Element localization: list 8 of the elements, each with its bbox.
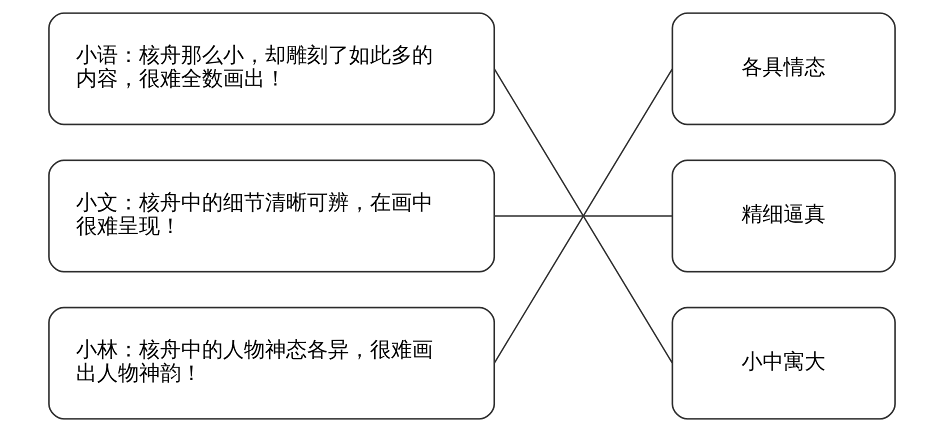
node-box: 小中寓大 [672, 306, 896, 420]
connector [494, 215, 672, 217]
connector [494, 68, 674, 364]
node-box: 各具情态 [672, 12, 896, 126]
node-box: 小语：核舟那么小，却雕刻了如此多的内容，很难全数画出！ [48, 12, 496, 126]
node-box: 小林：核舟中的人物神态各异，很难画出人物神韵！ [48, 306, 496, 420]
node-box: 精细逼真 [672, 160, 896, 272]
node-box: 小文：核舟中的细节清晰可辨，在画中很难呈现！ [48, 160, 496, 272]
